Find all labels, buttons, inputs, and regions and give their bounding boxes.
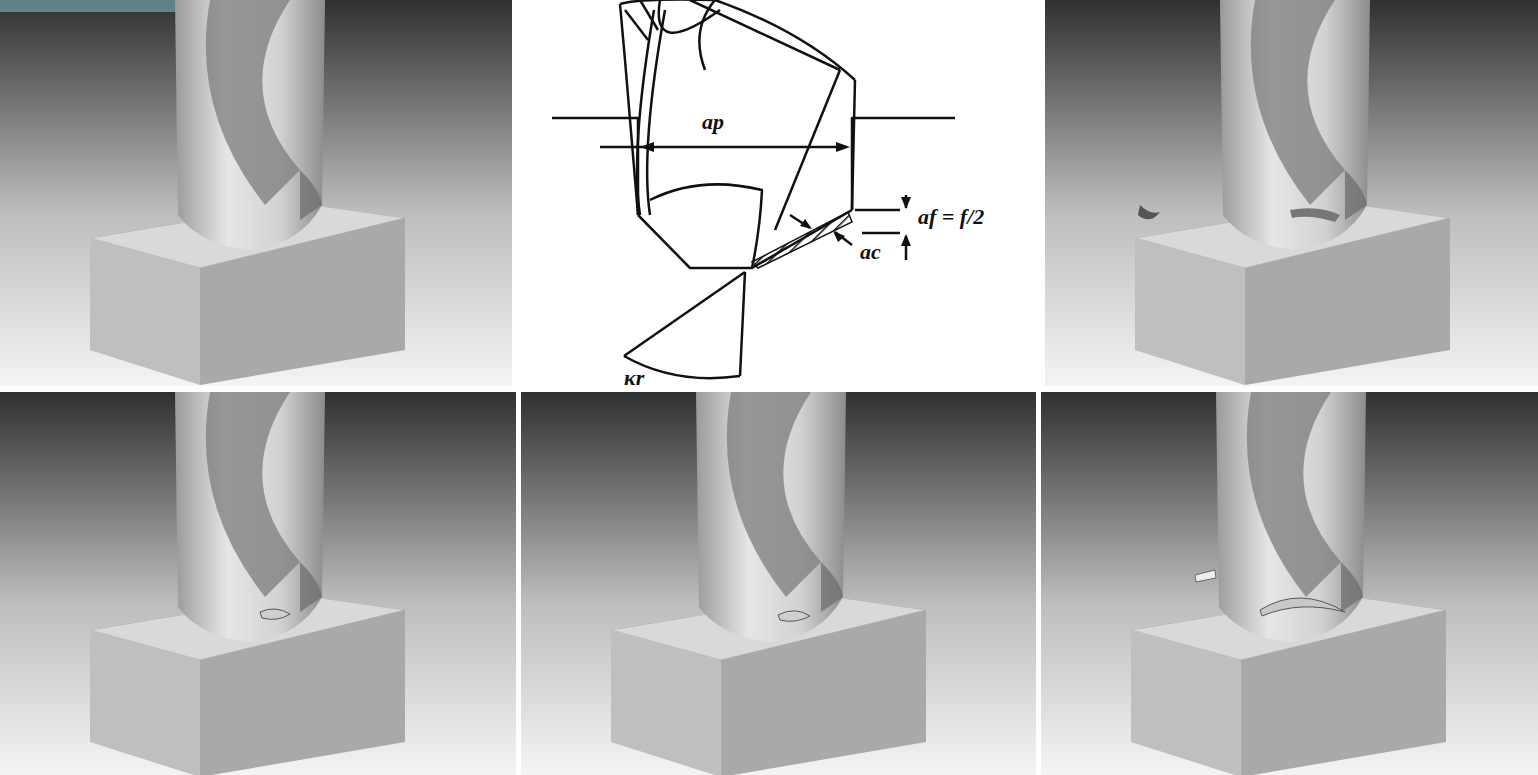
dimension-label: κr [622, 366, 646, 390]
dimension-label: af = f/2 [916, 205, 986, 229]
dimension-label: ac [858, 240, 883, 264]
dimension-label: ap [700, 110, 726, 134]
